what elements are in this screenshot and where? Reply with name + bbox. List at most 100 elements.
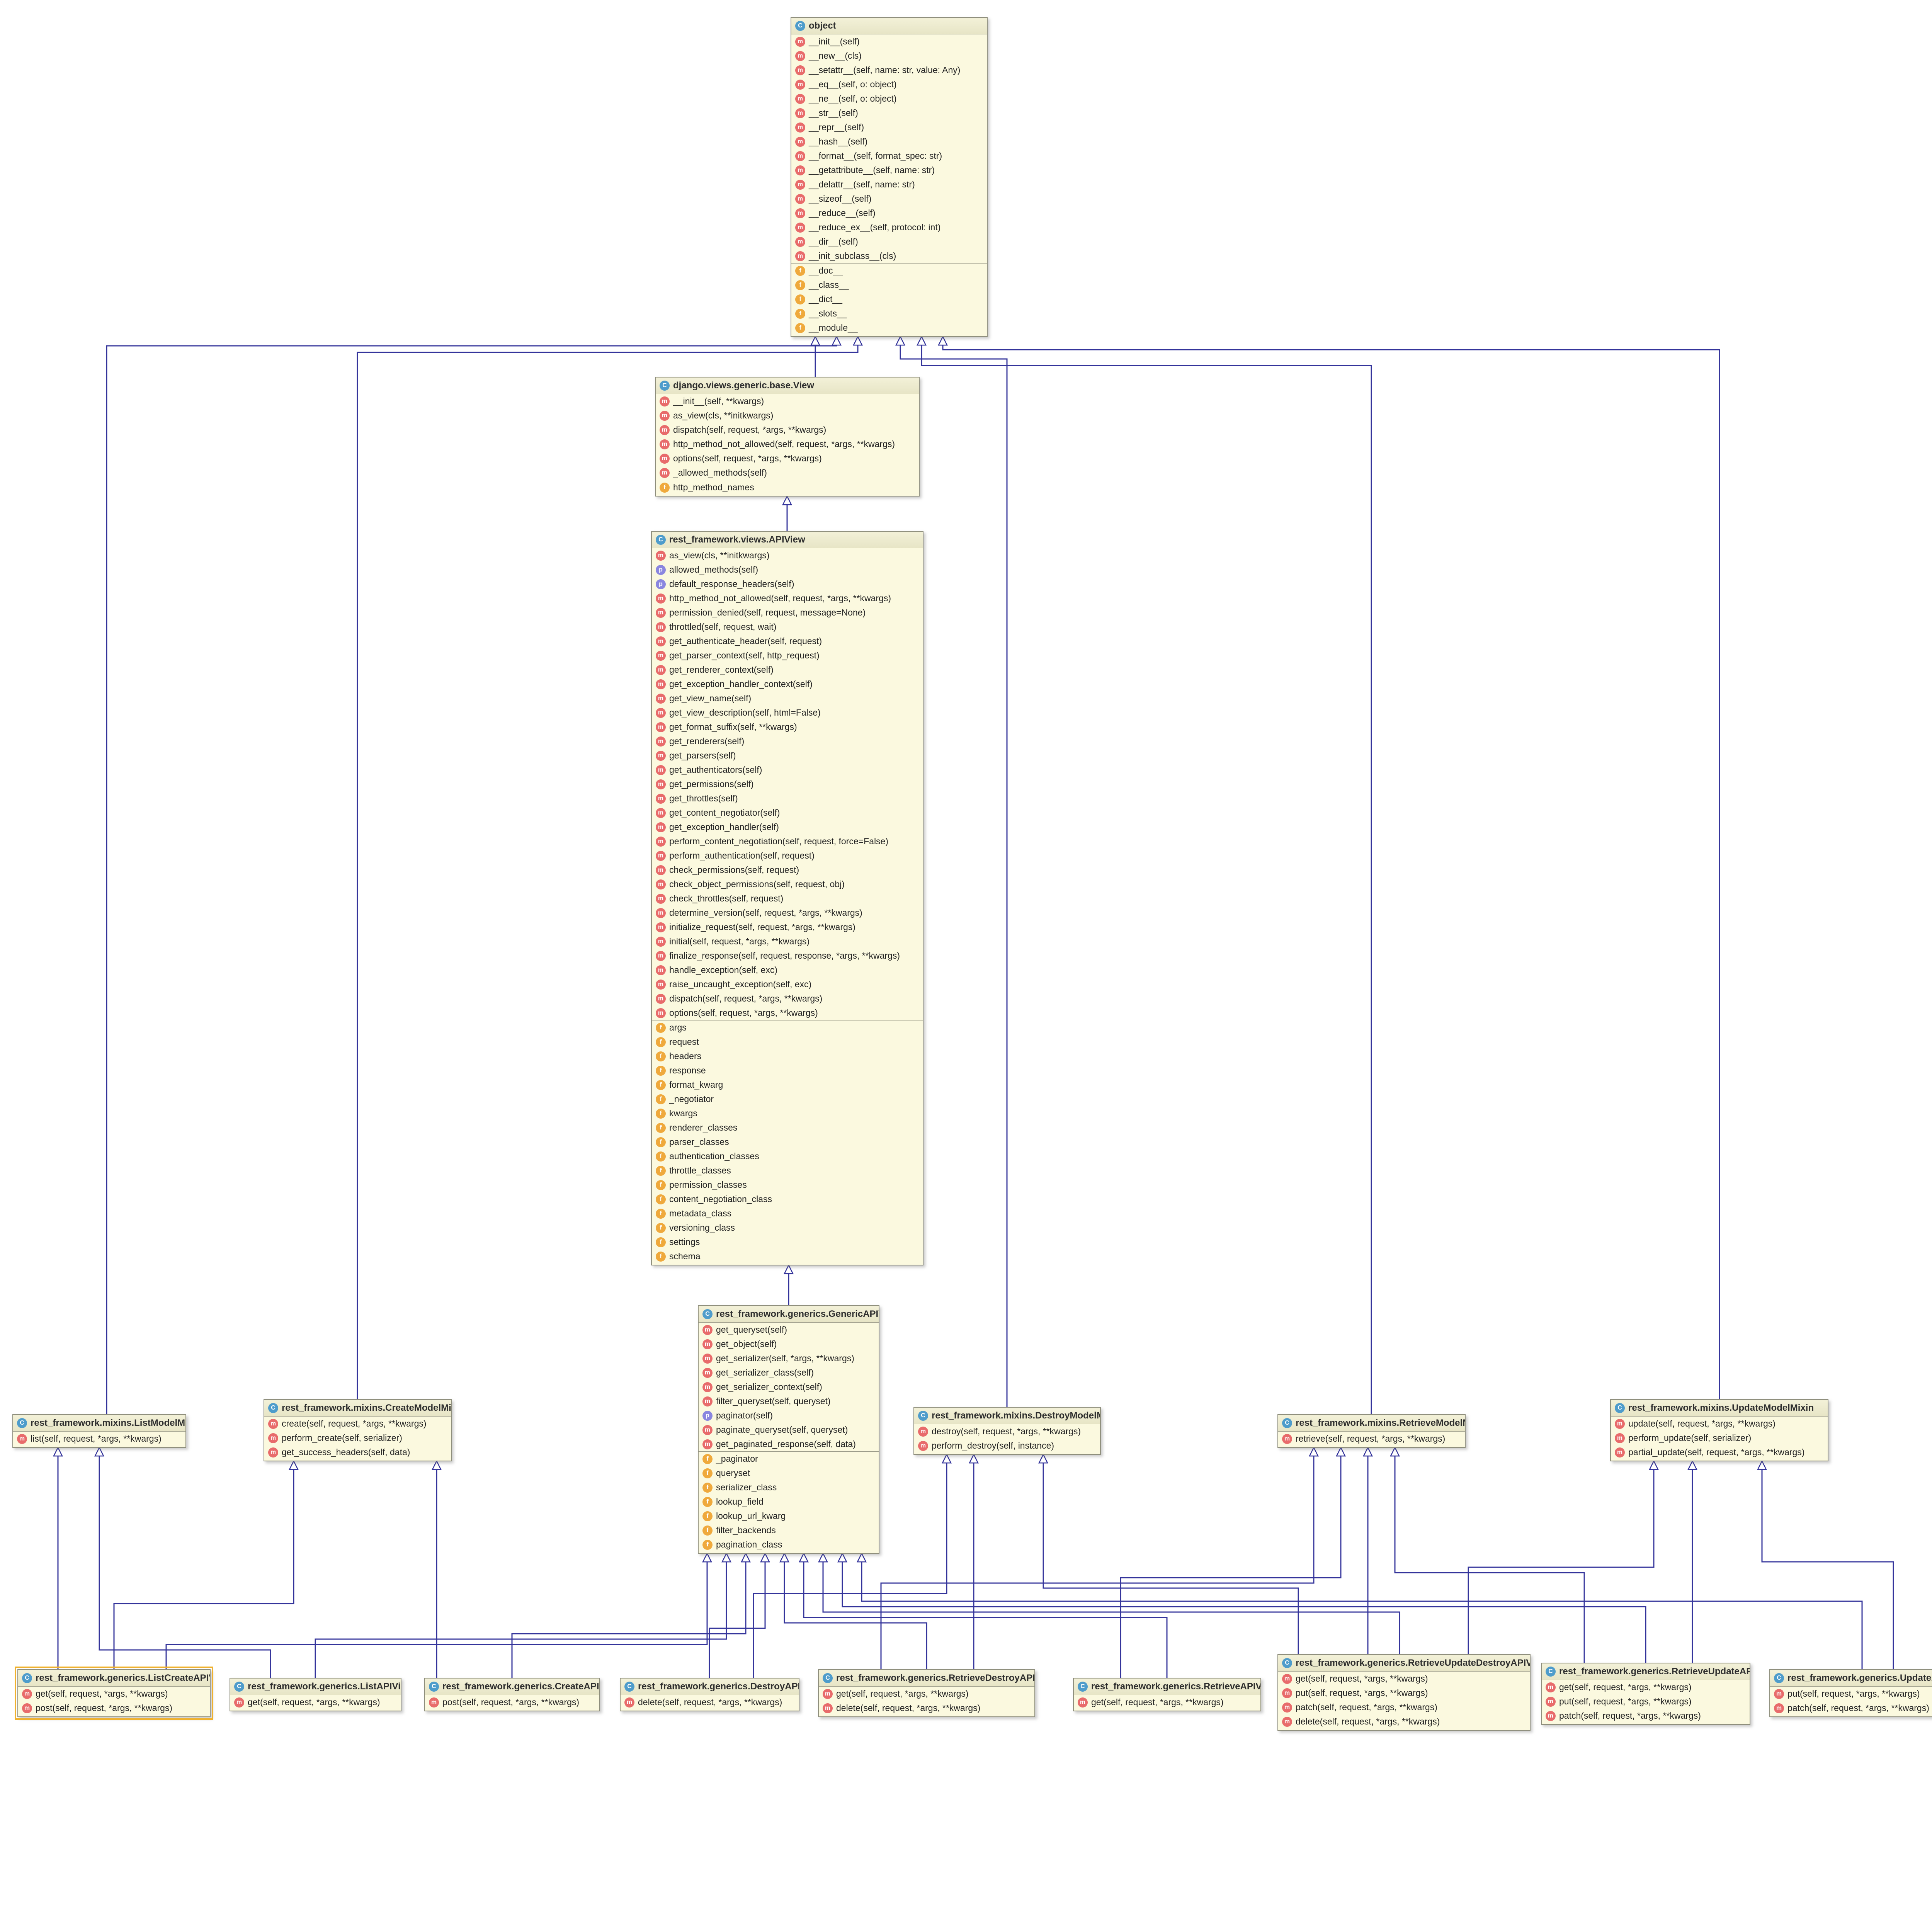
class-node-generic[interactable]: Crest_framework.generics.GenericAPIViewm… (698, 1305, 879, 1554)
method-icon: m (656, 693, 666, 704)
class-node-retrievemixin[interactable]: Crest_framework.mixins.RetrieveModelMixi… (1277, 1414, 1466, 1448)
inheritance-edge-ru-to-retrievemixin (1395, 1448, 1585, 1663)
class-node-listcreate[interactable]: Crest_framework.generics.ListCreateAPIVi… (15, 1667, 213, 1720)
member-label: get_paginated_response(self, data) (716, 1439, 856, 1449)
member-label: get_exception_handler(self) (669, 822, 779, 832)
method-icon: m (795, 151, 805, 161)
member-label: __doc__ (809, 265, 843, 276)
method-icon: m (656, 665, 666, 675)
field-icon: f (656, 1022, 666, 1033)
member-label: handle_exception(self, exc) (669, 965, 777, 975)
class-node-destroyapi[interactable]: Crest_framework.generics.DestroyAPIViewm… (620, 1678, 799, 1711)
class-node-createapi[interactable]: Crest_framework.generics.CreateAPIViewmp… (424, 1678, 600, 1711)
class-header: Crest_framework.mixins.RetrieveModelMixi… (1278, 1415, 1465, 1432)
member-method: m__init__(self, **kwargs) (656, 394, 919, 408)
member-label: get_serializer_class(self) (716, 1367, 814, 1378)
method-icon: m (656, 607, 666, 618)
method-icon: m (656, 793, 666, 804)
method-icon: m (795, 108, 805, 118)
class-header: Crest_framework.generics.ListCreateAPIVi… (18, 1670, 210, 1687)
class-title: rest_framework.mixins.UpdateModelMixin (1628, 1403, 1814, 1413)
class-title: object (809, 20, 836, 31)
inheritance-edge-listmixin-to-object (106, 337, 837, 1414)
method-icon: m (660, 410, 670, 421)
method-icon: m (656, 993, 666, 1004)
method-icon: m (22, 1703, 32, 1713)
member-label: dispatch(self, request, *args, **kwargs) (673, 425, 827, 435)
member-label: __new__(cls) (809, 51, 862, 61)
inheritance-edge-listapi-to-generic (315, 1554, 726, 1678)
member-label: initialize_request(self, request, *args,… (669, 922, 855, 932)
class-icon: C (1774, 1673, 1784, 1683)
member-label: response (669, 1065, 706, 1075)
class-title: rest_framework.generics.DestroyAPIView (638, 1681, 799, 1692)
class-node-destroymixin[interactable]: Crest_framework.mixins.DestroyModelMixin… (913, 1407, 1101, 1455)
class-icon: C (1078, 1682, 1088, 1692)
member-field: f_paginator (699, 1452, 879, 1466)
method-icon: m (656, 622, 666, 632)
member-field: f__module__ (791, 321, 987, 335)
field-icon: f (795, 308, 805, 319)
member-label: get_format_suffix(self, **kwargs) (669, 722, 797, 732)
member-label: content_negotiation_class (669, 1194, 772, 1204)
field-icon: f (702, 1511, 713, 1521)
method-icon: m (268, 1447, 278, 1458)
inheritance-edge-listapi-to-listmixin (99, 1448, 271, 1678)
class-node-updateapi[interactable]: Crest_framework.generics.UpdateAPIViewmp… (1769, 1669, 1932, 1717)
member-method: m__init__(self) (791, 34, 987, 49)
method-icon: m (660, 425, 670, 435)
member-label: get_exception_handler_context(self) (669, 679, 813, 689)
method-icon: m (918, 1440, 928, 1451)
member-label: get_serializer(self, *args, **kwargs) (716, 1353, 854, 1363)
member-label: format_kwarg (669, 1080, 723, 1090)
method-icon: m (656, 979, 666, 990)
inheritance-edge-retrieveapi-to-generic (804, 1554, 1168, 1678)
member-label: filter_queryset(self, queryset) (716, 1396, 831, 1406)
field-icon: f (795, 294, 805, 304)
member-method: m__sizeof__(self) (791, 192, 987, 206)
method-icon: m (702, 1367, 713, 1378)
field-icon: f (656, 1094, 666, 1104)
method-icon: m (1774, 1703, 1784, 1713)
member-label: __sizeof__(self) (809, 194, 872, 204)
member-method: m__str__(self) (791, 106, 987, 120)
member-label: get_view_description(self, html=False) (669, 707, 821, 718)
member-label: get_permissions(self) (669, 779, 754, 789)
member-label: patch(self, request, *args, **kwargs) (1559, 1711, 1701, 1721)
member-field: f__dict__ (791, 292, 987, 306)
member-label: get_throttles(self) (669, 793, 738, 803)
member-label: dispatch(self, request, *args, **kwargs) (669, 993, 823, 1003)
member-label: __slots__ (809, 308, 847, 318)
inheritance-edge-updateapi-to-generic (862, 1554, 1863, 1669)
class-title: rest_framework.generics.RetrieveDestroyA… (836, 1673, 1034, 1683)
